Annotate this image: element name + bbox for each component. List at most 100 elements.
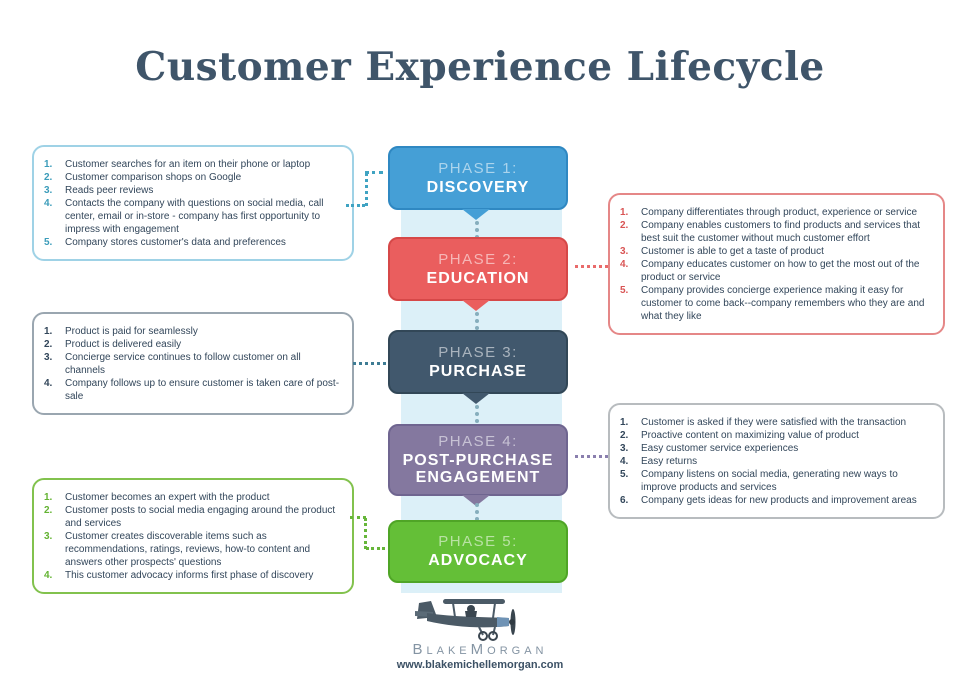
- list-item-number: 4.: [620, 456, 629, 467]
- list-item-number: 3.: [44, 352, 53, 363]
- phase-label: PHASE 5:: [438, 533, 518, 551]
- list-item: 5. Company listens on social media, gener…: [620, 468, 931, 494]
- phase-label: PHASE 3:: [438, 343, 518, 361]
- list-item: 1. Company differentiates through product…: [620, 206, 931, 219]
- list-item-text: Company gets ideas for new products and …: [641, 495, 917, 506]
- list-item-text: Product is paid for seamlessly: [65, 326, 198, 337]
- list-item-text: This customer advocacy informs first pha…: [65, 570, 314, 581]
- dotted-connector: [475, 503, 479, 521]
- list-item: 2. Company enables customers to find prod…: [620, 219, 931, 245]
- arrow-down-icon: [462, 300, 490, 311]
- list-item: 1. Customer becomes an expert with the pr…: [44, 491, 340, 504]
- note-list-education: 1. Company differentiates through product…: [620, 206, 931, 323]
- note-box-post-purchase: 1. Customer is asked if they were satisfi…: [608, 403, 945, 519]
- note-box-discovery: 1. Customer searches for an item on their…: [32, 145, 354, 261]
- brand-name: BlakeMorgan: [412, 641, 548, 658]
- list-item-text: Customer is able to get a taste of produ…: [641, 246, 824, 257]
- list-item: 1. Customer is asked if they were satisfi…: [620, 416, 931, 429]
- phase-box-post-purchase-engagement: PHASE 4: POST-PURCHASE ENGAGEMENT: [388, 424, 568, 496]
- list-item-number: 4.: [44, 198, 53, 209]
- list-item-number: 1.: [620, 207, 629, 218]
- dotted-connector-advocacy: [364, 518, 367, 549]
- dotted-connector-discovery: [346, 204, 365, 207]
- list-item-text: Proactive content on maximizing value of…: [641, 430, 859, 441]
- list-item-text: Company stores customer's data and prefe…: [65, 237, 286, 248]
- phase-name: POST-PURCHASE ENGAGEMENT: [402, 451, 554, 487]
- list-item-number: 1.: [44, 159, 53, 170]
- phase-box-discovery: PHASE 1: DISCOVERY: [388, 146, 568, 210]
- list-item-text: Company educates customer on how to get …: [641, 259, 920, 283]
- list-item: 2.Customer comparison shops on Google: [44, 171, 340, 184]
- list-item-text: Customer becomes an expert with the prod…: [65, 492, 270, 503]
- list-item: 1. Customer searches for an item on their…: [44, 158, 340, 171]
- list-item: 4. Contacts the company with questions on…: [44, 197, 340, 236]
- list-item-number: 5.: [620, 469, 629, 480]
- phase-box-education: PHASE 2: EDUCATION: [388, 237, 568, 301]
- dotted-connector: [475, 312, 479, 330]
- list-item: 2.Proactive content on maximizing value …: [620, 429, 931, 442]
- list-item: 4. Easy returns: [620, 455, 931, 468]
- note-list-discovery: 1. Customer searches for an item on their…: [44, 158, 340, 249]
- brand-url: www.blakemichellemorgan.com: [396, 659, 564, 671]
- list-item-text: Customer searches for an item on their p…: [65, 159, 311, 170]
- list-item: 4.Company follows up to ensure customer …: [44, 377, 340, 403]
- list-item: 3. Customer is able to get a taste of pro…: [620, 245, 931, 258]
- list-item-number: 3.: [620, 246, 629, 257]
- phase-label: PHASE 2:: [438, 250, 518, 268]
- phase-name: EDUCATION: [426, 269, 530, 287]
- page-title: Customer Experience Lifecycle: [135, 44, 825, 90]
- list-item-text: Product is delivered easily: [65, 339, 182, 350]
- phase-box-purchase: PHASE 3: PURCHASE: [388, 330, 568, 394]
- list-item-text: Company enables customers to find produc…: [641, 220, 921, 244]
- list-item-text: Company listens on social media, generat…: [641, 469, 898, 493]
- list-item: 5. Company stores customer's data and pre…: [44, 236, 340, 249]
- list-item: 3. Easy customer service experiences: [620, 442, 931, 455]
- dotted-connector-discovery: [365, 171, 383, 174]
- list-item-text: Easy returns: [641, 456, 698, 467]
- list-item: 5.Company provides concierge experience …: [620, 284, 931, 323]
- list-item-number: 2.: [44, 505, 53, 516]
- list-item: 2. Product is delivered easily: [44, 338, 340, 351]
- arrow-down-icon: [462, 393, 490, 404]
- list-item-text: Contacts the company with questions on s…: [65, 198, 324, 235]
- list-item-text: Easy customer service experiences: [641, 443, 799, 454]
- list-item-number: 1.: [620, 417, 629, 428]
- list-item-text: Concierge service continues to follow cu…: [65, 352, 301, 376]
- phase-label: PHASE 1:: [438, 159, 518, 177]
- phase-name: ADVOCACY: [428, 552, 528, 570]
- list-item: 1. Product is paid for seamlessly: [44, 325, 340, 338]
- list-item-text: Customer posts to social media engaging …: [65, 505, 336, 529]
- list-item-number: 2.: [44, 339, 53, 350]
- list-item: 4.Company educates customer on how to ge…: [620, 258, 931, 284]
- note-list-advocacy: 1. Customer becomes an expert with the pr…: [44, 491, 340, 582]
- list-item-text: Customer creates discoverable items such…: [65, 531, 311, 568]
- dotted-connector-advocacy: [366, 547, 385, 550]
- list-item-text: Reads peer reviews: [65, 185, 154, 196]
- phase-name: PURCHASE: [429, 362, 527, 380]
- list-item-number: 5.: [44, 237, 53, 248]
- list-item-number: 2.: [620, 220, 629, 231]
- list-item-number: 5.: [620, 285, 629, 296]
- list-item-number: 3.: [44, 531, 53, 542]
- list-item: 6. Company gets ideas for new products an…: [620, 494, 931, 507]
- note-box-education: 1. Company differentiates through product…: [608, 193, 945, 335]
- phase-box-advocacy: PHASE 5: ADVOCACY: [388, 520, 568, 583]
- list-item: 2. Customer posts to social media engagin…: [44, 504, 340, 530]
- list-item: 3. Customer creates discoverable items su…: [44, 530, 340, 569]
- list-item-number: 6.: [620, 495, 629, 506]
- note-box-advocacy: 1. Customer becomes an expert with the pr…: [32, 478, 354, 594]
- list-item-number: 1.: [44, 326, 53, 337]
- phase-name: DISCOVERY: [426, 178, 530, 196]
- list-item-number: 1.: [44, 492, 53, 503]
- list-item-text: Company differentiates through product, …: [641, 207, 918, 218]
- list-item-text: Customer is asked if they were satisfied…: [641, 417, 907, 428]
- dotted-connector-post-purchase: [575, 455, 608, 458]
- arrow-down-icon: [462, 209, 490, 220]
- biplane-logo-icon: [415, 599, 516, 641]
- list-item-number: 3.: [44, 185, 53, 196]
- dotted-connector-discovery: [365, 173, 368, 206]
- list-item-number: 3.: [620, 443, 629, 454]
- dotted-connector-education: [575, 265, 608, 268]
- list-item-number: 2.: [44, 172, 53, 183]
